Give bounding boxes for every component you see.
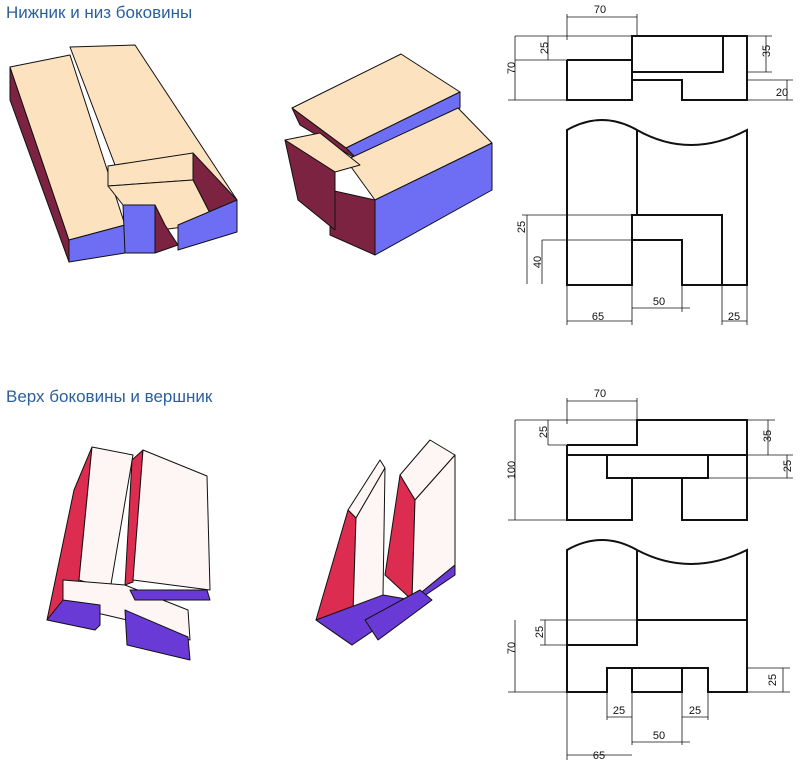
tenon-side xyxy=(284,139,336,231)
dim-b2-65: 65 xyxy=(593,750,605,762)
drawing-top-plan xyxy=(508,14,793,101)
dim-t2-50: 50 xyxy=(653,296,665,308)
bottom-purple-right xyxy=(129,589,211,601)
dim-b1-25b: 25 xyxy=(782,460,794,472)
dim-b2-25r: 25 xyxy=(767,674,779,686)
bottom-piece-3d-right xyxy=(284,53,493,256)
drawing-top-front-labels: 25 40 65 50 25 xyxy=(516,221,740,323)
dim-b1-100: 100 xyxy=(506,461,518,479)
top-piece-3d-right xyxy=(315,439,456,646)
section-title-bottom: Верх боковины и вершник xyxy=(6,387,213,406)
dim-t1-35: 35 xyxy=(761,45,773,57)
bottom-purple-face xyxy=(315,564,456,646)
dim-b2-50: 50 xyxy=(653,730,665,742)
dim-b1-70: 70 xyxy=(594,388,606,400)
lower-side-face xyxy=(329,189,376,256)
dim-b2-25a: 25 xyxy=(613,705,625,717)
tenon-front-left xyxy=(122,204,156,254)
drawing-bottom-plan xyxy=(508,398,793,521)
bottom-piece-3d-left xyxy=(9,44,238,263)
dim-b1-25: 25 xyxy=(538,426,550,438)
dim-t1-70-vert: 70 xyxy=(506,62,518,74)
right-column-side xyxy=(384,474,416,601)
dim-t2-65: 65 xyxy=(592,311,604,323)
dim-t2-25: 25 xyxy=(516,221,528,233)
dim-b2-70: 70 xyxy=(506,642,518,654)
front-right-face xyxy=(177,199,238,251)
drawing-bottom-plan-labels: 70 25 100 35 25 xyxy=(506,388,794,479)
dim-b1-35: 35 xyxy=(762,430,774,442)
right-column-front xyxy=(132,449,211,591)
drawing-bottom-front xyxy=(508,539,790,760)
section-title-top: Нижник и низ боковины xyxy=(6,3,193,22)
drawing-bottom-front-labels: 25 70 25 25 25 50 65 xyxy=(506,626,779,762)
bottom-purple-left xyxy=(46,599,101,631)
drawing-top-front xyxy=(522,119,748,325)
dim-b2-25b: 25 xyxy=(689,705,701,717)
dim-t2-40: 40 xyxy=(532,256,544,268)
drawing-top-plan-labels: 70 25 70 35 20 xyxy=(506,4,788,99)
dim-b2-25: 25 xyxy=(534,626,546,638)
dim-t1-25: 25 xyxy=(539,42,551,54)
dim-t1-20: 20 xyxy=(776,87,788,99)
dim-t1-70: 70 xyxy=(594,4,606,16)
dim-t2-25b: 25 xyxy=(728,311,740,323)
top-piece-3d-left xyxy=(46,446,211,661)
bottom-purple-front xyxy=(124,609,191,661)
bottom-tenon xyxy=(364,589,433,641)
